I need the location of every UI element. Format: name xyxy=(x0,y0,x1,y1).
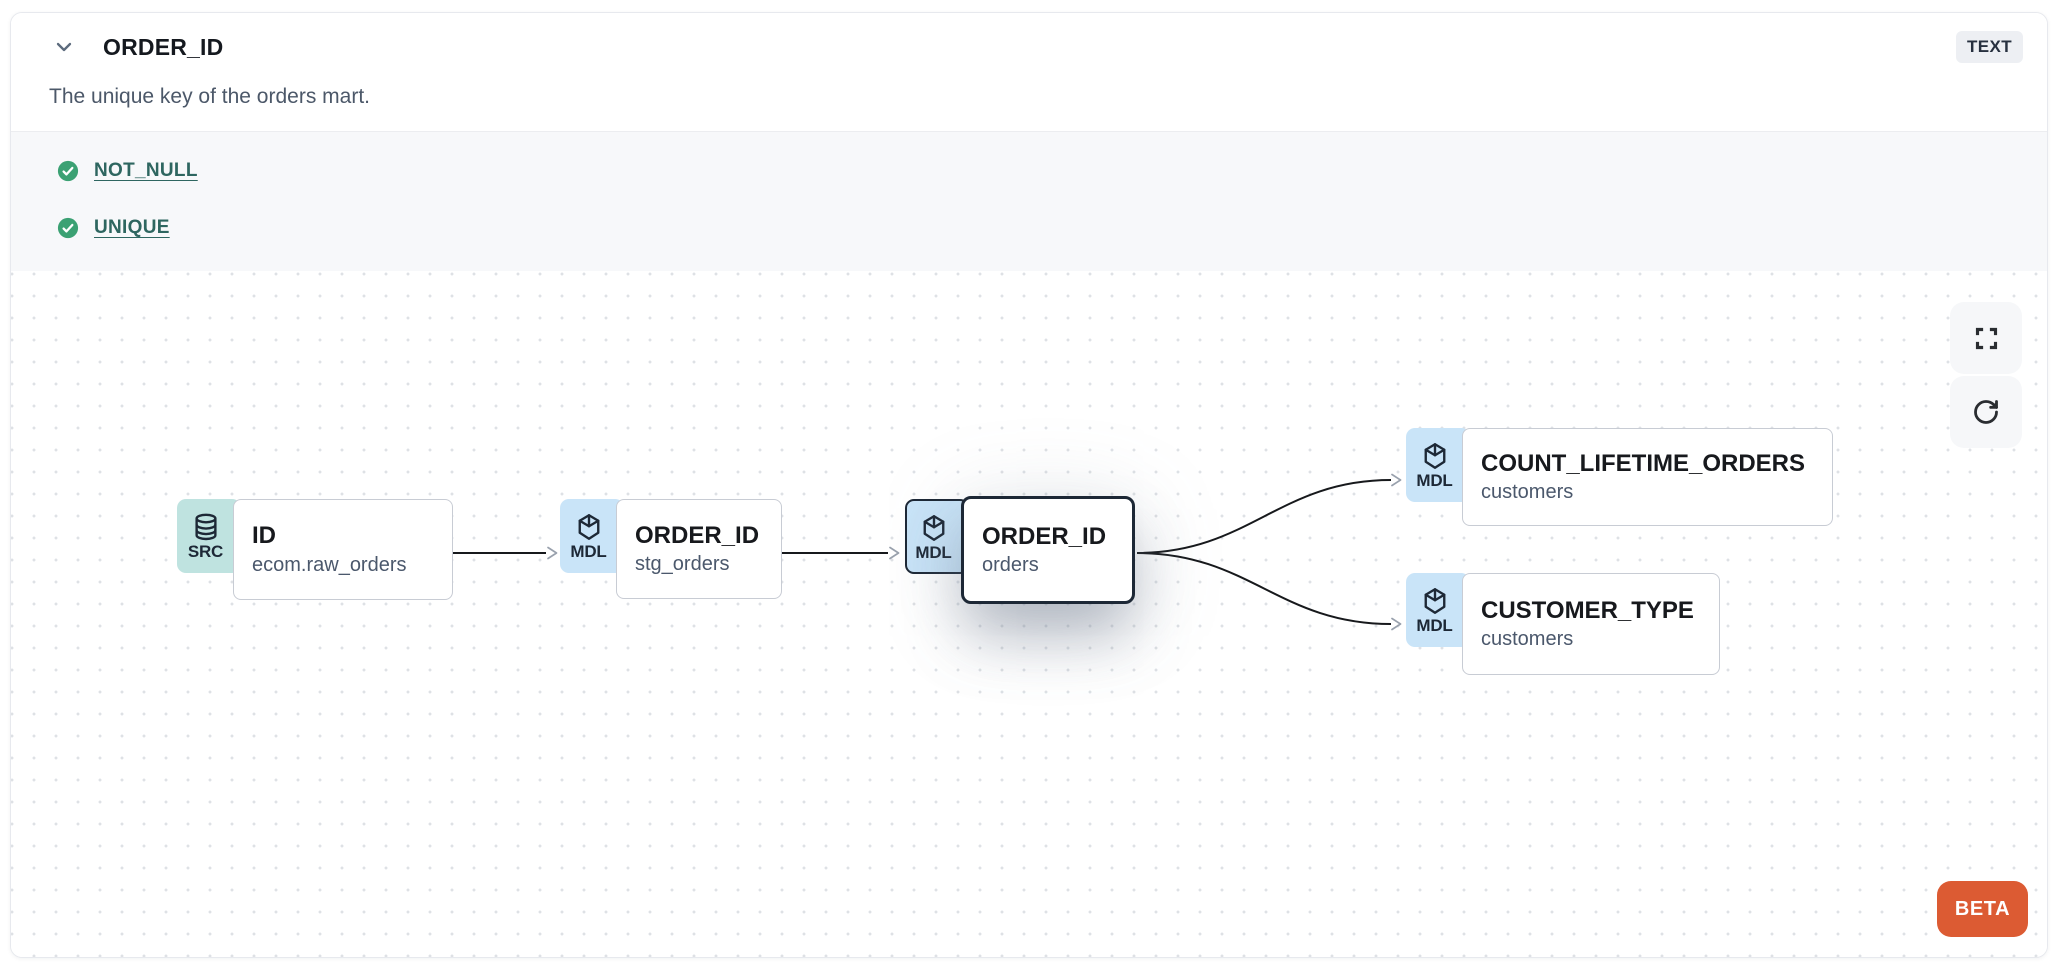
refresh-button[interactable] xyxy=(1950,376,2022,448)
card-header: ORDER_ID TEXT The unique key of the orde… xyxy=(11,13,2047,131)
lineage-edges xyxy=(453,473,1402,631)
node-title: ORDER_ID xyxy=(635,521,760,549)
node-title: ORDER_ID xyxy=(982,522,1107,550)
node-type-badge-src: SRC xyxy=(177,499,241,573)
node-box: COUNT_LIFETIME_ORDERS customers xyxy=(1462,428,1833,526)
node-badge-label: MDL xyxy=(570,542,607,561)
node-badge-label: MDL xyxy=(1416,616,1453,635)
node-type-badge-mdl: MDL xyxy=(1406,573,1470,647)
chevron-down-icon xyxy=(56,42,72,52)
node-title: COUNT_LIFETIME_ORDERS xyxy=(1481,449,1806,477)
cube-icon xyxy=(578,514,599,540)
node-box: ORDER_ID orders xyxy=(961,496,1135,604)
node-badge-label: MDL xyxy=(1416,471,1453,490)
cube-icon xyxy=(1424,588,1445,614)
fullscreen-icon xyxy=(1975,327,1997,349)
fullscreen-button[interactable] xyxy=(1950,302,2022,374)
node-type-badge-mdl: MDL xyxy=(1406,428,1470,502)
node-subtitle: customers xyxy=(1481,481,1574,504)
page-title: ORDER_ID xyxy=(103,33,224,60)
lineage-node-orders-selected[interactable]: MDL ORDER_ID orders xyxy=(905,496,1135,604)
refresh-icon xyxy=(1974,400,1998,424)
test-row: NOT_NULL xyxy=(57,159,2047,183)
tests-section: NOT_NULL UNIQUE xyxy=(11,131,2047,271)
node-title: CUSTOMER_TYPE xyxy=(1481,596,1694,624)
title-row: ORDER_ID TEXT xyxy=(49,29,2023,65)
lineage-node-count-lifetime-orders[interactable]: MDL COUNT_LIFETIME_ORDERS customers xyxy=(1406,428,1833,526)
cube-icon xyxy=(923,514,944,541)
check-circle-icon xyxy=(57,160,79,182)
node-badge-label: MDL xyxy=(915,542,952,562)
node-box: ID ecom.raw_orders xyxy=(233,499,453,600)
test-link-unique[interactable]: UNIQUE xyxy=(94,217,170,238)
test-row: UNIQUE xyxy=(57,216,2047,240)
check-circle-icon xyxy=(57,217,79,239)
node-subtitle: orders xyxy=(982,554,1039,577)
lineage-node-customer-type[interactable]: MDL CUSTOMER_TYPE customers xyxy=(1406,573,1720,675)
test-link-not-null[interactable]: NOT_NULL xyxy=(94,160,198,181)
lineage-canvas[interactable]: SRC ID ecom.raw_orders MDL ORDER_ID stg_… xyxy=(11,271,2047,957)
column-details-card: ORDER_ID TEXT The unique key of the orde… xyxy=(10,12,2048,958)
canvas-controls xyxy=(1950,302,2022,448)
node-type-badge-mdl: MDL xyxy=(905,499,969,574)
node-box: CUSTOMER_TYPE customers xyxy=(1462,573,1720,675)
beta-badge: BETA xyxy=(1937,881,2028,937)
database-icon xyxy=(194,513,217,541)
node-box: ORDER_ID stg_orders xyxy=(616,499,782,599)
node-subtitle: ecom.raw_orders xyxy=(252,553,407,576)
node-subtitle: stg_orders xyxy=(635,553,730,576)
node-type-badge-mdl: MDL xyxy=(560,499,624,573)
column-description: The unique key of the orders mart. xyxy=(49,85,370,108)
lineage-node-source-id[interactable]: SRC ID ecom.raw_orders xyxy=(177,499,453,600)
collapse-toggle-button[interactable] xyxy=(49,32,79,62)
node-badge-label: SRC xyxy=(187,542,224,561)
lineage-node-stg-orders[interactable]: MDL ORDER_ID stg_orders xyxy=(560,499,782,599)
node-title: ID xyxy=(252,522,276,550)
cube-icon xyxy=(1424,443,1445,469)
column-type-badge: TEXT xyxy=(1955,31,2023,63)
node-subtitle: customers xyxy=(1481,628,1574,651)
